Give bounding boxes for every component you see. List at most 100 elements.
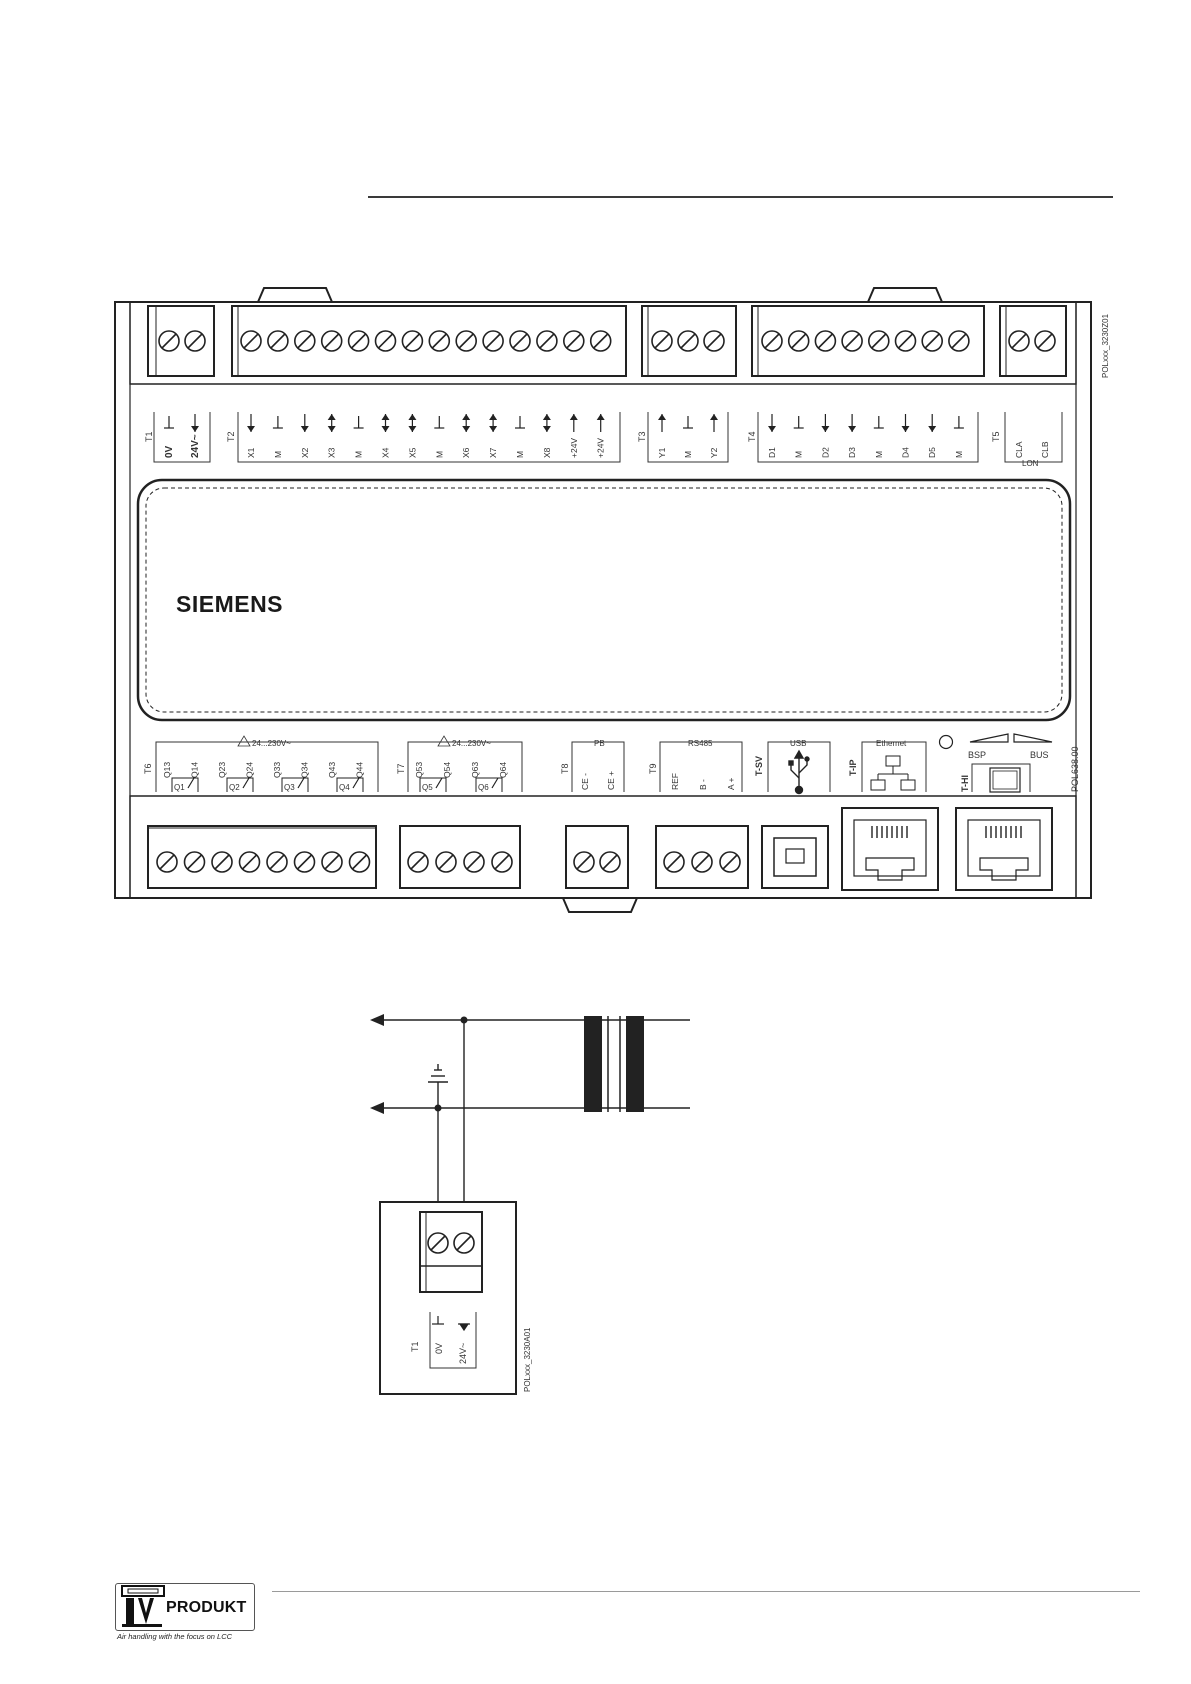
group-T8: T8 xyxy=(560,763,570,774)
terminal-screw xyxy=(455,330,478,352)
terminal-label-t6: Q44 xyxy=(355,762,365,778)
terminal-screw xyxy=(703,330,725,352)
logo-frame: PRODUKT xyxy=(115,1583,255,1631)
group-T5: T5 xyxy=(991,431,1001,442)
terminal-screw xyxy=(238,851,261,873)
relay-label: Q1 xyxy=(174,783,185,792)
footer-rule xyxy=(272,1591,1140,1592)
terminal-label-t2: X3 xyxy=(327,447,337,458)
ethernet-socket xyxy=(841,807,939,891)
logo-tagline: Air handling with the focus on LCC xyxy=(117,1632,233,1641)
hmi-socket xyxy=(955,807,1053,891)
terminal-label-t7: Q53 xyxy=(414,762,424,778)
relay-label: Q2 xyxy=(229,783,240,792)
terminal-label-t6: Q14 xyxy=(190,762,200,778)
rs485-label: RS485 xyxy=(688,739,713,748)
terminal-label-t9: REF xyxy=(670,773,680,790)
terminal-label-t6: Q23 xyxy=(217,762,227,778)
terminal-label-t2: X6 xyxy=(461,447,471,458)
terminal-screw xyxy=(211,851,233,873)
terminal-screw xyxy=(761,330,783,352)
terminal-screw xyxy=(1034,330,1056,352)
terminal-label-t9: A + xyxy=(726,777,736,790)
terminal-screw xyxy=(867,330,890,352)
terminal-label-t5: CLB xyxy=(1040,441,1050,458)
terminal-label-t2: X4 xyxy=(381,447,391,458)
terminal-label-t4: D1 xyxy=(767,447,777,458)
terminal-screw xyxy=(435,851,457,873)
terminal-label-t9: B - xyxy=(698,779,708,790)
terminal-label-t4: D5 xyxy=(927,447,937,458)
supply-terminal-id: T1 xyxy=(410,1341,420,1352)
group-T9: T9 xyxy=(648,763,658,774)
transformer-icon xyxy=(584,1016,644,1112)
terminal-label-t4: D2 xyxy=(820,447,830,458)
group-T6: T6 xyxy=(143,763,153,774)
terminal-screw xyxy=(651,330,673,352)
port-T-HI: T-HI xyxy=(960,775,970,792)
terminal-screw xyxy=(841,330,863,352)
terminal-screw xyxy=(562,330,585,352)
terminal-label-t2: +24V xyxy=(569,438,579,458)
terminal-screw xyxy=(348,851,371,873)
header-rule xyxy=(368,196,1113,198)
terminal-screw xyxy=(267,330,289,352)
usb-label: USB xyxy=(790,739,806,748)
terminal-screw xyxy=(293,851,316,873)
group-T1: T1 xyxy=(144,431,154,442)
terminal-label-t2: X7 xyxy=(488,447,498,458)
bus-led-icon xyxy=(1013,733,1053,743)
led-bsp-label: BSP xyxy=(968,750,986,760)
terminal-screw xyxy=(463,851,485,873)
brand-logo: SIEMENS xyxy=(176,591,283,617)
terminal-label-t2: X1 xyxy=(246,447,256,458)
terminal-label-t2: M xyxy=(273,451,283,458)
terminal-screw xyxy=(374,330,397,352)
t6-rating: 24...230V~ xyxy=(252,739,291,748)
terminal-label-t6: Q34 xyxy=(300,762,310,778)
terminal-screw xyxy=(401,330,424,352)
group-T3: T3 xyxy=(637,431,647,442)
t7-rating: 24...230V~ xyxy=(452,739,491,748)
terminal-label-t3: Y1 xyxy=(657,447,667,458)
terminal-screw xyxy=(573,851,595,873)
terminal-screw xyxy=(787,330,810,352)
terminal-screw xyxy=(183,851,206,873)
group-T7: T7 xyxy=(396,763,406,774)
terminal-label-t7: Q63 xyxy=(470,762,480,778)
terminal-screw xyxy=(599,851,621,873)
network-icon xyxy=(870,755,916,791)
arrow-icon xyxy=(370,1014,384,1026)
terminal-label-t2: X5 xyxy=(407,447,417,458)
terminal-label-t7: Q54 xyxy=(442,762,452,778)
terminal-label-t2: +24V xyxy=(596,438,606,458)
terminal-screw xyxy=(691,851,713,873)
terminal-screw xyxy=(1008,330,1030,352)
supply-label-0v: 0V xyxy=(434,1343,444,1354)
terminal-label-t6: Q33 xyxy=(272,762,282,778)
group-T2: T2 xyxy=(226,431,236,442)
terminal-label-t3: Y2 xyxy=(709,447,719,458)
terminal-screw xyxy=(491,851,513,873)
terminal-label-t3: M xyxy=(683,451,693,458)
relay-label: Q3 xyxy=(284,783,295,792)
status-led xyxy=(938,734,954,750)
ethernet-label: Ethernet xyxy=(876,739,907,748)
terminal-label-t1: 24V~ xyxy=(190,434,201,458)
lon-label: LON xyxy=(1022,459,1039,468)
terminal-screw xyxy=(921,330,944,352)
supply-terminal-screws xyxy=(427,1232,475,1254)
relay-label: Q4 xyxy=(339,783,350,792)
terminal-screw xyxy=(266,851,288,873)
bottom-terminal-screws xyxy=(156,851,741,873)
group-T4: T4 xyxy=(747,431,757,442)
arrow-icon xyxy=(370,1102,384,1114)
terminal-label-t6: Q13 xyxy=(162,762,172,778)
port-T-SV: T-SV xyxy=(754,756,764,776)
relay-label: Q6 xyxy=(478,783,489,792)
terminal-screw xyxy=(948,330,970,352)
terminal-screw xyxy=(347,330,370,352)
iv-produkt-logo: PRODUKT Air handling with the focus on L… xyxy=(115,1583,255,1645)
